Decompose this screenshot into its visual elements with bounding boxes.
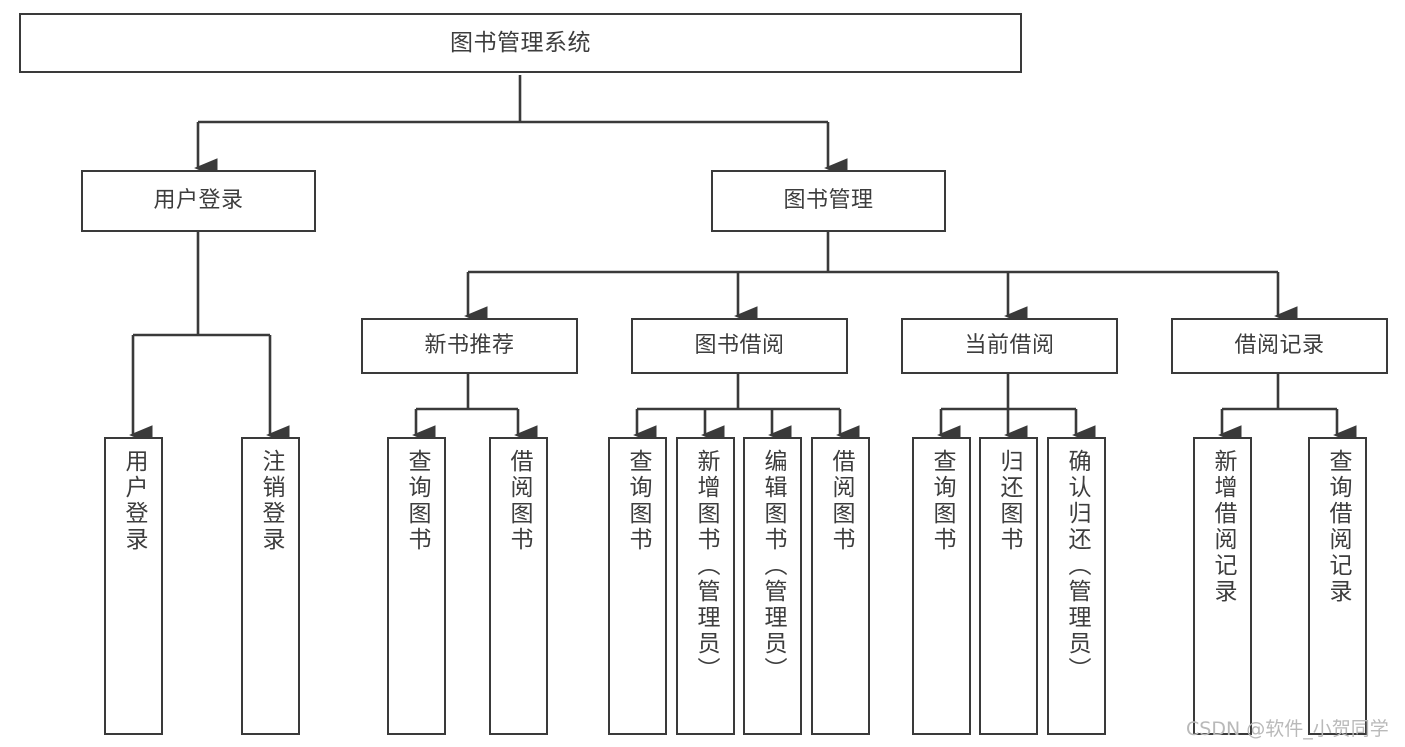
- node-label: 图书管理系统: [450, 29, 591, 56]
- node-label: 图书借阅: [694, 333, 785, 359]
- leaf-current-return-book[interactable]: 归还图书: [979, 437, 1038, 735]
- node-root-system[interactable]: 图书管理系统: [19, 13, 1022, 73]
- leaf-record-query[interactable]: 查询借阅记录: [1308, 437, 1367, 735]
- node-label: 借阅图书: [506, 449, 532, 553]
- node-label: 查询图书: [625, 449, 651, 553]
- node-label: 新增借阅记录: [1210, 449, 1236, 605]
- node-label: 确认归还（管理员）: [1064, 449, 1090, 683]
- node-label: 注销登录: [258, 449, 284, 553]
- leaf-user-logout[interactable]: 注销登录: [241, 437, 300, 735]
- node-label: 用户登录: [121, 449, 147, 553]
- node-label: 用户登录: [153, 188, 244, 214]
- leaf-borrow-query-book[interactable]: 查询图书: [608, 437, 667, 735]
- node-label: 借阅记录: [1234, 333, 1325, 359]
- node-label: 查询图书: [929, 449, 955, 553]
- node-label: 新书推荐: [424, 333, 515, 359]
- leaf-borrow-edit-book[interactable]: 编辑图书（管理员）: [743, 437, 802, 735]
- node-current-borrow[interactable]: 当前借阅: [901, 318, 1118, 374]
- node-label: 归还图书: [996, 449, 1022, 553]
- node-label: 当前借阅: [964, 333, 1055, 359]
- leaf-new-book-borrow[interactable]: 借阅图书: [489, 437, 548, 735]
- leaf-record-add[interactable]: 新增借阅记录: [1193, 437, 1252, 735]
- leaf-new-book-query[interactable]: 查询图书: [387, 437, 446, 735]
- node-label: 新增图书（管理员）: [693, 449, 719, 683]
- node-label: 查询借阅记录: [1325, 449, 1351, 605]
- leaf-borrow-add-book[interactable]: 新增图书（管理员）: [676, 437, 735, 735]
- leaf-current-query-book[interactable]: 查询图书: [912, 437, 971, 735]
- watermark-text: CSDN @软件_小贺同学: [1186, 718, 1389, 740]
- node-label: 图书管理: [783, 188, 874, 214]
- node-book-management[interactable]: 图书管理: [711, 170, 946, 232]
- leaf-user-login-action[interactable]: 用户登录: [104, 437, 163, 735]
- node-book-borrow[interactable]: 图书借阅: [631, 318, 848, 374]
- node-borrow-record[interactable]: 借阅记录: [1171, 318, 1388, 374]
- leaf-current-confirm-return[interactable]: 确认归还（管理员）: [1047, 437, 1106, 735]
- node-user-login[interactable]: 用户登录: [81, 170, 316, 232]
- node-label: 查询图书: [404, 449, 430, 553]
- node-new-book-recommend[interactable]: 新书推荐: [361, 318, 578, 374]
- node-label: 借阅图书: [828, 449, 854, 553]
- node-label: 编辑图书（管理员）: [760, 449, 786, 683]
- leaf-borrow-borrow-book[interactable]: 借阅图书: [811, 437, 870, 735]
